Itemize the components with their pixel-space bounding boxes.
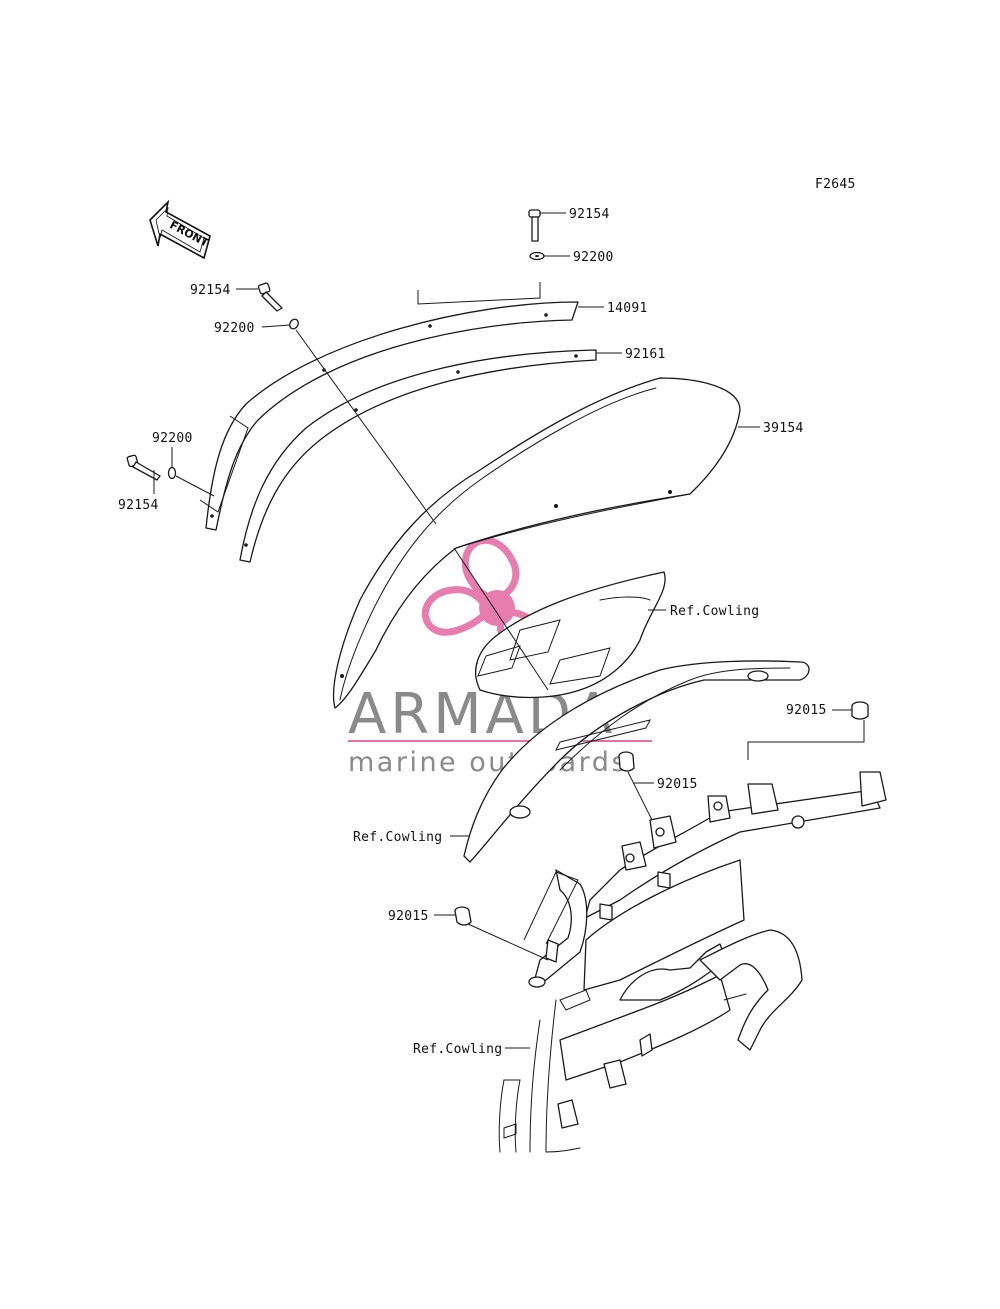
figure-code: F2645 — [815, 177, 856, 192]
windshield-39154 — [332, 377, 741, 709]
ref-cowling-upper: Ref.Cowling — [670, 604, 759, 619]
grommet-92015-mid-icon — [618, 751, 635, 772]
ref-cowling-lower: Ref.Cowling — [413, 1042, 502, 1057]
bolt-92154-top-icon — [528, 209, 541, 242]
bolt-92154-left-icon — [257, 282, 283, 312]
grommet-92015-left-icon — [454, 906, 472, 926]
leader-lines — [153, 212, 865, 1049]
trim-strip-14091 — [205, 301, 579, 531]
grommet-92015-right-icon — [851, 701, 869, 720]
washer-92200-left-icon — [289, 318, 299, 330]
bolt-92154-lower-icon — [126, 454, 161, 481]
callout-92015-right: 92015 — [786, 703, 827, 718]
front-arrow-icon: FRONT — [149, 199, 211, 260]
callout-92154-top: 92154 — [569, 207, 610, 222]
ref-cowling-middle: Ref.Cowling — [353, 830, 442, 845]
cowling-upper-part — [475, 571, 666, 699]
callout-39154: 39154 — [763, 421, 804, 436]
callout-14091: 14091 — [607, 301, 648, 316]
callout-92200-left: 92200 — [214, 321, 255, 336]
stay-bracket-frame — [498, 771, 887, 1153]
watermark-tagline: marine outboards — [348, 747, 628, 778]
callout-92015-mid: 92015 — [657, 777, 698, 792]
cowling-inner-panel — [463, 660, 810, 863]
washer-92200-lower-icon — [167, 466, 177, 480]
callout-92200-lower: 92200 — [152, 431, 193, 446]
callout-92015-left: 92015 — [388, 909, 429, 924]
washer-92200-top-icon — [529, 251, 545, 261]
callout-92161: 92161 — [625, 347, 666, 362]
callout-92200-top: 92200 — [573, 250, 614, 265]
callout-92154-left: 92154 — [190, 283, 231, 298]
callout-92154-lower: 92154 — [118, 498, 159, 513]
seal-strip-92161 — [239, 349, 597, 563]
